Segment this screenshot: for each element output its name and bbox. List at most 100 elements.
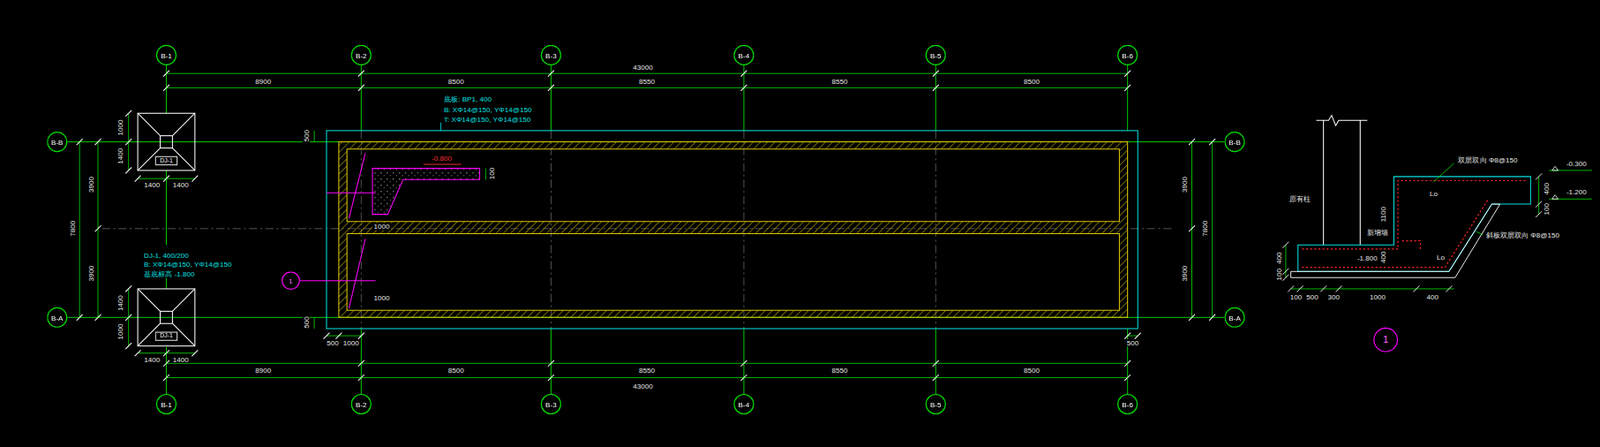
label-text: 8500 — [447, 77, 466, 85]
label-text: 8550 — [638, 77, 656, 85]
dimension-text: 7800 — [1201, 219, 1209, 238]
note-text: DJ-1, 400/200 — [142, 251, 190, 259]
grid-lines-part — [743, 65, 744, 131]
column-footing-part — [137, 112, 196, 171]
dimension-lines-part — [165, 73, 1127, 75]
column-footing-part — [137, 288, 196, 346]
axis-bubble: B-1 — [156, 45, 177, 66]
label-text: Lo — [1428, 189, 1439, 197]
grid-lines-part — [360, 65, 362, 131]
dimension-text: 100 — [488, 165, 496, 181]
label-text: -1.800 — [1356, 254, 1379, 262]
label-text: 8550 — [638, 366, 656, 374]
level-line — [423, 164, 462, 166]
label-text: 1000 — [372, 222, 391, 230]
dimension-text: 1400 — [116, 147, 124, 166]
dimension-text: 400 — [1275, 250, 1283, 265]
node-text: B-A — [51, 313, 63, 321]
dimension-lines-part — [1127, 335, 1139, 337]
dimension-lines-part — [97, 142, 99, 318]
dimension-lines-part — [79, 142, 81, 318]
axis-bubble: B-A — [1224, 307, 1246, 328]
grid-lines-part — [550, 328, 552, 394]
label-text: Lo — [1435, 253, 1446, 261]
section-detail-part — [1316, 115, 1368, 246]
node-text: B-3 — [545, 399, 557, 407]
column-footing-part — [160, 135, 173, 149]
axis-bubble: B-5 — [925, 45, 947, 66]
dimension-text: 3900 — [87, 175, 95, 194]
dimension-lines-part — [1211, 142, 1213, 318]
grid-lines-part — [1126, 328, 1128, 394]
node-text: B-1 — [160, 51, 173, 59]
axis-bubble: B-6 — [1117, 45, 1138, 66]
node-text: B-B — [1228, 138, 1240, 146]
label-text: 8500 — [447, 366, 466, 374]
label-text: 8500 — [1022, 366, 1041, 374]
axis-bubble: B-A — [46, 307, 68, 328]
axis-bubble: B-4 — [733, 393, 754, 414]
label-text: 8550 — [830, 366, 849, 374]
dimension-text: 1100 — [1379, 205, 1387, 224]
node-text: B-6 — [1121, 399, 1134, 407]
grid-lines-part — [743, 328, 744, 394]
node-text: DJ-1 — [159, 157, 173, 164]
label-text: 8550 — [830, 77, 849, 85]
column-footing-part — [160, 310, 173, 324]
dimension-lines-part — [314, 316, 316, 329]
label-text: 8900 — [254, 366, 272, 374]
note-text: B: XΦ14@150, YΦ14@150 — [142, 260, 233, 268]
dimension-lines-part — [165, 376, 1127, 378]
dimension-text: 400 — [1379, 249, 1387, 264]
node-text: B-2 — [355, 51, 368, 59]
label-text: 1400 — [171, 180, 189, 188]
grid-lines-part — [360, 328, 362, 394]
section-detail-part — [1552, 165, 1559, 199]
node-text: B-4 — [738, 399, 751, 407]
axis-bubble: B-2 — [351, 393, 372, 414]
node-text: B-5 — [930, 399, 942, 407]
dimension-lines-part — [1191, 142, 1193, 318]
node-text: B-B — [51, 138, 63, 146]
column-footing-part — [137, 288, 196, 346]
dimension-text: 3900 — [1180, 175, 1188, 194]
pit-walls — [338, 142, 1128, 318]
grid-lines-part — [165, 170, 167, 245]
node-text: B-6 — [1121, 51, 1134, 59]
section-marks-part — [348, 238, 366, 308]
note-text: 双层双向 Φ8@150 — [1457, 156, 1519, 164]
detail-callout: 1 — [1373, 327, 1398, 353]
label-text: 500 — [1126, 338, 1141, 346]
dimension-lines-part — [314, 130, 316, 143]
note-text: 基底标高 -1.800 — [142, 270, 196, 278]
dimension-lines-part — [165, 362, 1127, 364]
dimension-text: 1000 — [116, 118, 124, 136]
label-text: 300 — [1326, 292, 1341, 301]
pit-outline — [326, 130, 1138, 329]
node-text: DJ-1 — [159, 332, 173, 339]
label-text: 43000 — [631, 382, 654, 390]
note-text: T: XΦ14@150, YΦ14@150 — [443, 115, 533, 123]
node-text: B-5 — [930, 51, 942, 59]
dimension-ticks — [76, 70, 1216, 381]
axis-bubble: B-3 — [540, 45, 562, 66]
footing-tag: DJ-1 — [155, 330, 178, 340]
section-detail-part — [1298, 176, 1532, 271]
grid-lines-part — [165, 65, 167, 113]
node-text: B-4 — [738, 51, 751, 59]
dimension-text: 100 — [1542, 202, 1550, 217]
grid-dashed — [102, 130, 1174, 329]
axis-bubble: B-2 — [351, 45, 372, 66]
label-text: 100 — [1289, 292, 1304, 301]
column-footing — [137, 112, 196, 346]
label-text: 1000 — [342, 338, 361, 346]
note-text: 底板: BP1, 400 — [443, 95, 493, 103]
grid-lines-part — [935, 328, 937, 394]
grid-lines-part — [165, 277, 167, 289]
label-text: 1000 — [372, 293, 391, 301]
dimension-lines-part — [165, 87, 1127, 89]
section-detail-part — [1285, 163, 1540, 278]
label-text: 原有柱 — [1288, 195, 1313, 203]
label-text: 8500 — [1022, 77, 1041, 85]
